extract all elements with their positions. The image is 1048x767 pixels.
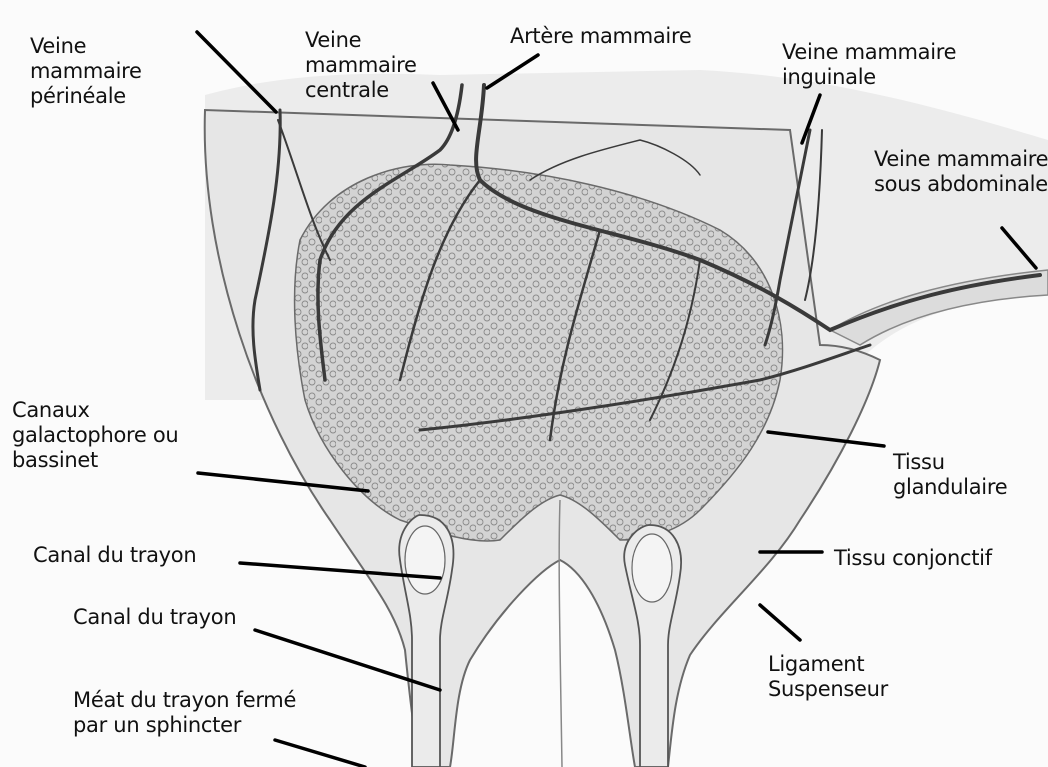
label-veine-inguinale: Veine mammaire inguinale bbox=[782, 40, 956, 90]
leader-meat bbox=[275, 740, 365, 767]
label-meat: Méat du trayon fermé par un sphincter bbox=[73, 688, 296, 738]
label-canal-trayon-2: Canal du trayon bbox=[73, 605, 236, 630]
label-artere: Artère mammaire bbox=[510, 24, 691, 49]
label-veine-centrale: Veine mammaire centrale bbox=[305, 28, 417, 103]
label-veine-perineale: Veine mammaire périnéale bbox=[30, 34, 142, 109]
cistern-right bbox=[632, 534, 672, 602]
label-canaux: Canaux galactophore ou bassinet bbox=[12, 398, 178, 473]
label-ligament: Ligament Suspenseur bbox=[768, 652, 888, 702]
leader-ligament bbox=[760, 605, 800, 640]
label-tissu-conjonctif: Tissu conjonctif bbox=[834, 546, 992, 571]
label-canal-trayon-1: Canal du trayon bbox=[33, 543, 196, 568]
cistern-left bbox=[405, 526, 445, 594]
label-veine-sous-abdominale: Veine mammaire sous abdominale bbox=[874, 147, 1048, 197]
label-tissu-glandulaire: Tissu glandulaire bbox=[893, 450, 1007, 500]
